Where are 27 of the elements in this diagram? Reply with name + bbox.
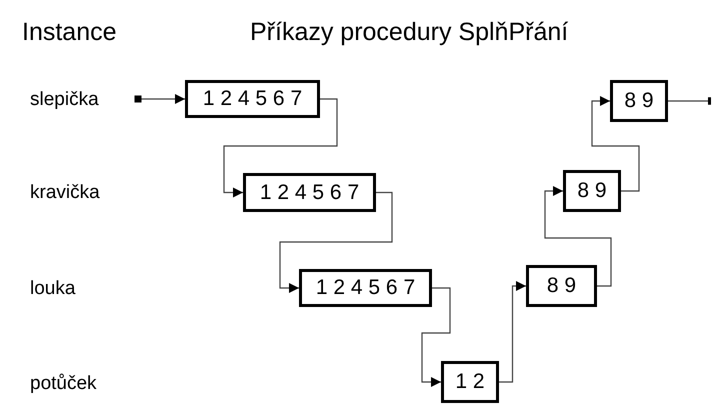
box-text: 8 9 <box>546 274 576 298</box>
row-label: kravička <box>30 182 100 204</box>
process-box <box>299 269 432 307</box>
row-label: louka <box>30 278 76 300</box>
process-box <box>563 170 621 212</box>
connector-arrow <box>134 94 185 104</box>
box-text: 8 9 <box>577 179 607 203</box>
row-label: potůček <box>30 373 97 395</box>
connector-arrow <box>544 186 612 287</box>
connector-arrow <box>279 192 393 293</box>
connector-arrow <box>499 281 526 383</box>
process-box <box>243 173 376 212</box>
process-box <box>610 80 668 122</box>
diagram-title: Příkazy procedury SplňPřání <box>250 18 568 47</box>
connector-arrow <box>223 98 338 198</box>
row-label: slepička <box>30 89 99 111</box>
column-heading: Instance <box>22 18 117 47</box>
box-text: 1 2 4 5 6 7 <box>316 276 416 300</box>
process-box <box>185 80 320 118</box>
box-text: 8 9 <box>624 89 654 113</box>
process-box <box>526 265 597 307</box>
box-text: 1 2 <box>455 370 485 394</box>
box-text: 1 2 4 5 6 7 <box>260 180 360 204</box>
process-box <box>441 361 499 403</box>
connector-arrow <box>421 287 451 387</box>
connector-arrow <box>591 96 640 192</box>
box-text: 1 2 4 5 6 7 <box>202 87 302 111</box>
